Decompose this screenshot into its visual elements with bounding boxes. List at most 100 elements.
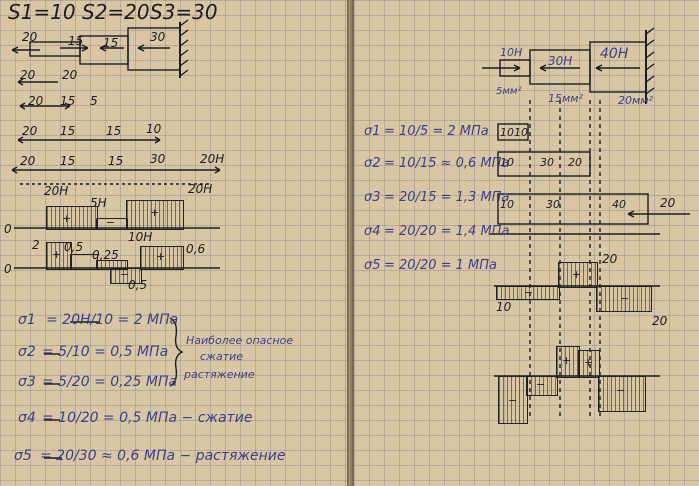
r-formula-4-lhs: σ4	[364, 224, 381, 239]
r-fbd3-box	[497, 193, 649, 225]
notebook-gutter	[347, 0, 353, 486]
r-epure2-minus1: −	[508, 394, 518, 407]
r-formula-1-rhs: = 10/5 = 2 МПа	[384, 124, 489, 139]
r-epure2-plus1: +	[562, 354, 572, 367]
fbd-r4-a: 20	[20, 154, 36, 168]
r-bar-a2: 15мм²	[548, 92, 584, 105]
r-bar-f2: 30Н	[548, 54, 573, 68]
r-formula-3-rhs: = 20/15 = 1,3 МПа	[384, 190, 510, 205]
r-epure-left: 10	[496, 300, 512, 314]
r-formula-2-rhs: = 10/15 ≈ 0,6 МПа	[384, 156, 510, 171]
r-fbd-r3-d: 20	[660, 196, 676, 210]
r-formula-4-rhs: = 20/20 = 1,4 МПа	[384, 224, 510, 239]
r-bar-f3: 40Н	[600, 46, 629, 62]
fbd-r4-d: 30	[150, 152, 166, 166]
fbd-r1-a: 20	[20, 68, 36, 82]
r-epure2-minus2: −	[536, 378, 546, 391]
formula-3-lhs: σ3	[18, 374, 36, 390]
r-formula-3-lhs: σ3	[364, 190, 381, 205]
epure-sigma-box-5	[140, 246, 184, 270]
r-fbd-r3-c: 40	[612, 198, 626, 211]
bar-seg3-label: 30	[150, 30, 166, 44]
epure-sigma-plus1: +	[52, 248, 62, 261]
area-s1: S1=10	[8, 0, 76, 24]
fbd-r4-e: 20Н	[200, 152, 225, 166]
epure-sigma-zero: 0	[4, 262, 12, 276]
r-arrow-f3	[595, 64, 640, 72]
r-fbd-r2-c: 20	[568, 156, 582, 169]
fbd-r2-c: 5	[90, 94, 98, 108]
r-fbd-r1-a: 10	[500, 126, 514, 139]
fbd-r4-b: 15	[60, 154, 76, 168]
epure-sigma-v3: 0,25	[92, 248, 119, 262]
epure-n-box-3	[126, 200, 184, 230]
r-formula-1-lhs: σ1	[364, 124, 381, 139]
r-bar-a3: 20мм²	[618, 94, 654, 107]
r-fbd-r3-a: 10	[500, 198, 514, 211]
formula-3-rhs: = 5/20 = 0,25 МПа	[42, 374, 178, 390]
formula-1-rhs: = 20Н/10 = 2 МПа	[46, 312, 179, 328]
r-epure2-minus3: −	[616, 384, 626, 397]
epure-sigma-plus2: +	[156, 250, 166, 263]
epure-n-minus: −	[106, 216, 116, 229]
r-epure1-box-2	[558, 262, 598, 288]
arrow-seg1	[60, 44, 89, 52]
r-epure2-box-1	[498, 376, 528, 424]
epure-sigma-v2: 0,5	[64, 240, 84, 254]
fbd-r5-a: 20Н	[44, 184, 69, 198]
epure-sigma-box-4	[110, 268, 142, 284]
fbd-row2-arrow	[19, 102, 71, 110]
r-fbd3-arrow	[627, 210, 690, 218]
fbd-r1-b: 20	[62, 68, 78, 82]
epure-n-zero: 0	[4, 222, 12, 236]
epure-sigma-v1: 2	[32, 238, 40, 252]
fbd-r2-b: 15	[60, 94, 76, 108]
arrow-seg3	[137, 44, 170, 52]
r-epure2-box-3	[556, 346, 580, 378]
formula-2-lhs: σ2	[18, 344, 36, 360]
fbd-r3-b: 15	[60, 124, 76, 138]
formula-1-lhs: σ1	[18, 312, 36, 328]
r-epure1-box-3	[596, 286, 652, 312]
note-line2: сжатие	[200, 350, 244, 363]
area-s3: S3=30	[150, 0, 218, 24]
r-fbd-r1-b: 10	[514, 126, 528, 139]
epure-n-top: 5Н	[90, 196, 107, 210]
fbd-r3-a: 20	[22, 124, 38, 138]
r-formula-5-rhs: = 20/20 = 1 МПа	[384, 258, 498, 273]
r-epure-minus2: −	[620, 292, 630, 305]
r-epure-right: 20	[652, 314, 668, 328]
r-bar-a1: 5мм²	[496, 86, 522, 97]
formula-5-rhs: = 20/30 ≈ 0,6 МПа − растяжение	[40, 448, 286, 464]
fbd-r2-a: 20	[28, 94, 44, 108]
r-epure2-box-2	[526, 376, 558, 396]
formula-2-rhs: = 5/10 = 0,5 МПа	[42, 344, 169, 360]
left-page	[0, 0, 348, 486]
r-fbd-r2-b: 30	[540, 156, 554, 169]
r-epure1-box-1	[496, 286, 560, 300]
r-formula-5-lhs: σ5	[364, 258, 381, 273]
epure-sigma-minus: −	[120, 268, 130, 281]
arrow-seg2	[99, 44, 124, 52]
epure-sigma-box-1	[46, 242, 72, 270]
note-line1: Наиболее опасное	[186, 334, 294, 347]
r-epure2-box-4	[578, 350, 600, 378]
r-formula-2-lhs: σ2	[364, 156, 381, 171]
bar-left-force: 20	[22, 30, 38, 44]
wall-hatch	[179, 19, 189, 77]
area-s2: S2=20	[82, 0, 150, 24]
r-epure2-plus2: +	[584, 356, 594, 369]
r-arrow-f1	[482, 64, 521, 72]
r-epure-top: 20	[602, 252, 618, 266]
fbd-row1-arrow	[17, 78, 58, 86]
epure-n-plus1: +	[62, 212, 72, 225]
fbd-row4-arrow	[11, 166, 221, 174]
r-bar-f1: 10Н	[500, 46, 523, 59]
r-epure-minus1: −	[524, 286, 534, 299]
formula-4-lhs: σ4	[18, 410, 36, 426]
note-line3: растяжение	[184, 368, 255, 381]
r-fbd-r3-b: 30	[546, 198, 560, 211]
fbd-r3-c: 15	[106, 124, 122, 138]
epure-sigma-v5: 0,5	[128, 278, 148, 292]
